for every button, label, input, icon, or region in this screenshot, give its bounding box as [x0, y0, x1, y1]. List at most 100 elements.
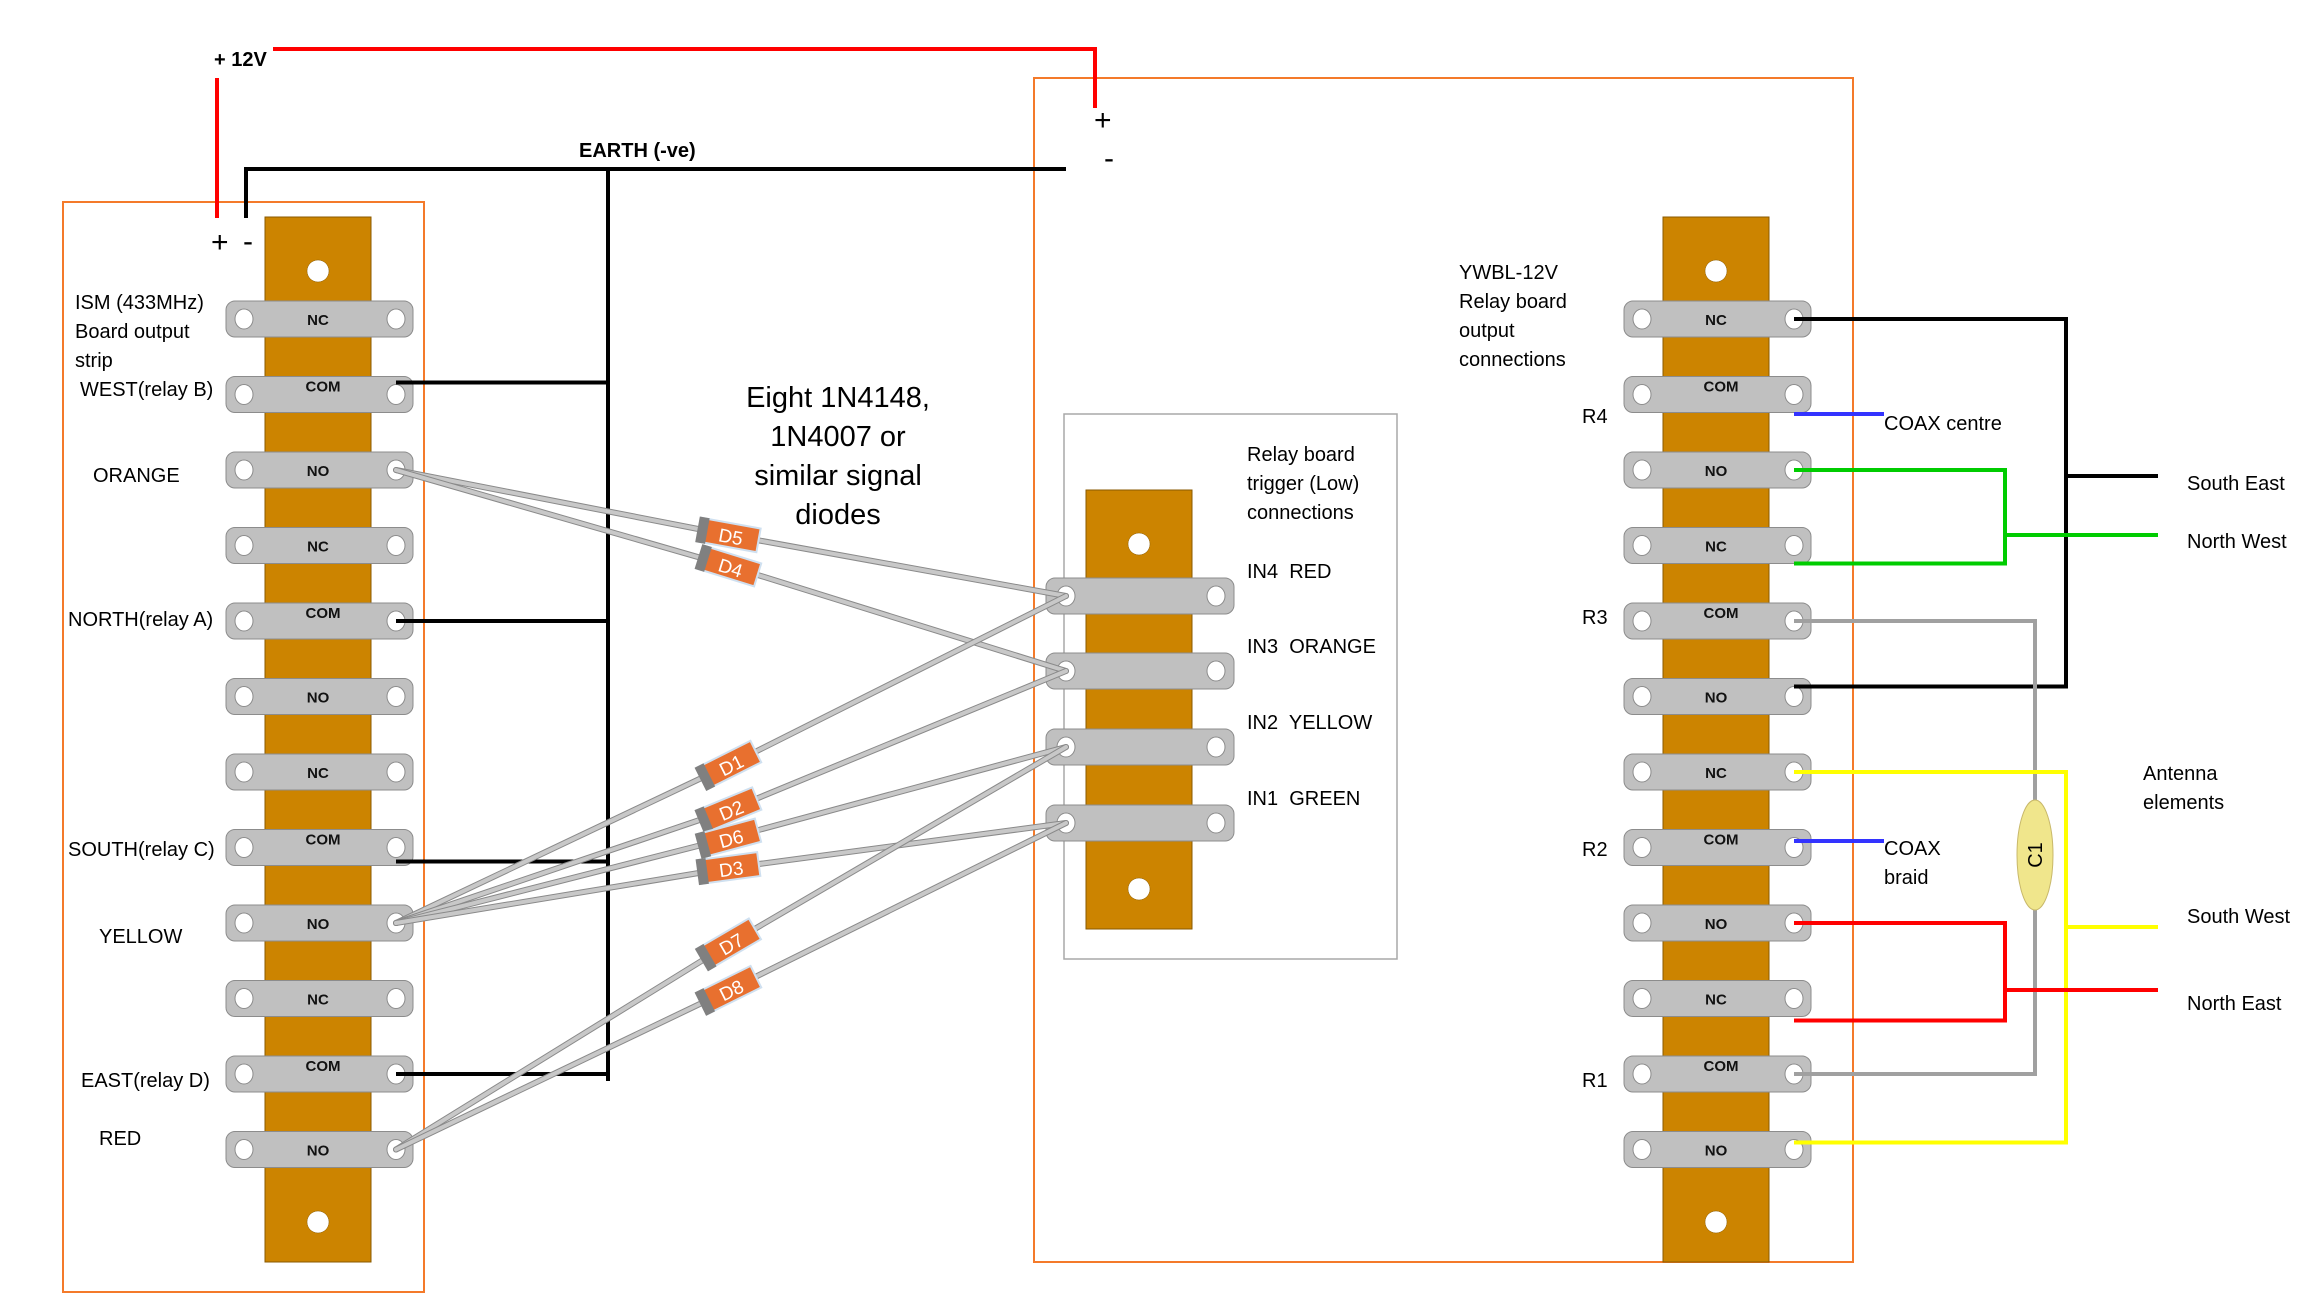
ism-terminal-label: NC — [307, 539, 329, 556]
screw-hole-icon — [386, 535, 406, 556]
relay-terminal-label: NO — [1705, 690, 1728, 707]
screw-hole-icon — [1632, 761, 1652, 783]
ism-terminal-label: NC — [307, 312, 329, 329]
relay-terminal-label: COM — [1704, 379, 1739, 396]
screw-hole-icon — [234, 384, 254, 405]
relay-terminal-label: COM — [1704, 605, 1739, 622]
screw-hole-icon — [234, 1063, 254, 1085]
ism-terminal-label: COM — [306, 379, 341, 396]
screw-hole-icon — [1784, 535, 1804, 556]
diode-cathode-band — [694, 806, 714, 835]
diode-lead — [394, 808, 731, 925]
trigger-terminal — [1045, 728, 1235, 766]
north-west-wire — [1794, 468, 2007, 566]
ism-terminal-label: NO — [307, 690, 330, 707]
ism-strip — [264, 216, 372, 1263]
diode-d1: D1 — [694, 739, 763, 791]
ism-side-label: WEST(relay B) — [80, 379, 213, 401]
plus12v-wire — [273, 47, 1097, 108]
capacitor-c1-icon — [2016, 799, 2054, 911]
relay-terminal — [1623, 376, 1812, 413]
diode-cathode-band — [694, 943, 717, 972]
relay-terminal-label: NO — [1705, 916, 1728, 933]
diode-label: D3 — [718, 858, 745, 882]
terminal-strips — [225, 216, 1812, 1263]
relay-terminal-label: COM — [1704, 1058, 1739, 1075]
relay-label: R1 — [1582, 1070, 1608, 1092]
relay-label: R3 — [1582, 607, 1608, 629]
relay-terminal — [1623, 829, 1812, 866]
ism-board-outline — [62, 201, 425, 1293]
ism-terminal — [225, 376, 414, 413]
screw-hole-icon — [234, 761, 254, 783]
ism-terminal-label: NC — [307, 765, 329, 782]
mounting-hole-icon — [1127, 532, 1151, 556]
relay-strip — [1662, 216, 1770, 1263]
screw-hole-icon — [234, 837, 254, 858]
diode-note: 1N4007 or — [770, 421, 906, 453]
relay-label: R2 — [1582, 839, 1608, 861]
trigger-strip — [1085, 489, 1193, 930]
ism-side-label: EAST(relay D) — [81, 1070, 210, 1092]
trigger-board-title: trigger (Low) — [1247, 473, 1359, 495]
relay-terminal — [1623, 980, 1812, 1017]
trigger-board-title: Relay board — [1247, 444, 1355, 466]
ism-terminal — [225, 829, 414, 866]
screw-hole-icon — [386, 384, 406, 405]
screw-hole-icon — [234, 686, 254, 707]
ism-side-label: NORTH(relay A) — [68, 609, 213, 631]
antenna-output-label: North East — [2187, 993, 2282, 1015]
screw-hole-icon — [1206, 660, 1226, 682]
ism-side-label: RED — [99, 1128, 141, 1150]
screw-hole-icon — [1206, 812, 1226, 834]
labels: NCCOMNONCCOMNONCCOMNONCCOMNONCCOMNONCCOM… — [68, 49, 2290, 1160]
diode-d2: D2 — [694, 786, 763, 835]
mounting-hole-icon — [1127, 877, 1151, 901]
screw-hole-icon — [1632, 384, 1652, 405]
ism-terminal — [225, 980, 414, 1017]
trigger-input-label: IN4 RED — [1247, 561, 1331, 583]
ism-terminal — [225, 451, 414, 489]
screw-hole-icon — [1632, 686, 1652, 707]
wires — [215, 47, 1097, 1081]
diode-d7: D7 — [694, 917, 763, 972]
relay-terminal-label: COM — [1704, 832, 1739, 849]
diode-cathode-band — [694, 763, 716, 791]
screw-hole-icon — [234, 459, 254, 481]
diode-lead — [727, 564, 1068, 673]
relay-board-outline — [1033, 77, 1854, 1263]
diode-cathode-band — [694, 544, 712, 572]
relay-terminal-label: NC — [1705, 765, 1727, 782]
coax-centre-label: COAX centre — [1884, 413, 2002, 435]
diode-lead — [394, 836, 731, 925]
relay-terminal-label: NC — [1705, 539, 1727, 556]
relay-terminal — [1623, 527, 1812, 564]
capacitor-label: C1 — [2025, 842, 2047, 868]
ism-terminal — [225, 753, 414, 791]
screw-hole-icon — [1632, 837, 1652, 858]
relay-terminal-label: NC — [1705, 312, 1727, 329]
north-east-wire — [1794, 921, 2007, 1023]
diode-lead — [394, 468, 731, 568]
ism-board-title: strip — [75, 350, 113, 372]
mounting-hole-icon — [306, 259, 330, 283]
trigger-terminal — [1045, 577, 1235, 615]
diode-lead — [727, 669, 1068, 812]
mounting-hole-icon — [1704, 259, 1728, 283]
ism-side-label: SOUTH(relay C) — [68, 839, 215, 861]
board-outlines — [62, 77, 1854, 1293]
trigger-input-label: IN1 GREEN — [1247, 788, 1360, 810]
screw-hole-icon — [234, 308, 254, 330]
screw-hole-icon — [386, 686, 406, 707]
diode-cathode-band — [694, 831, 712, 859]
screw-hole-icon — [386, 761, 406, 783]
ism-terminal-label: NO — [307, 916, 330, 933]
relay-plus-terminal-label: + — [1094, 104, 1112, 137]
diode-lead — [394, 763, 731, 925]
screw-hole-icon — [1632, 1063, 1652, 1085]
mounting-hole-icon — [1704, 1210, 1728, 1234]
ism-terminal-label: COM — [306, 1058, 341, 1075]
screw-hole-icon — [1784, 988, 1804, 1009]
screw-hole-icon — [1206, 585, 1226, 607]
